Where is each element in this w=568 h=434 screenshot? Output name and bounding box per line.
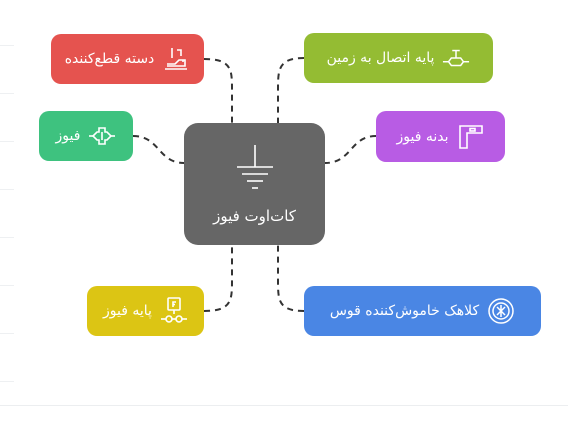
node-fuse-body[interactable]: بدنه فیوز bbox=[376, 111, 505, 162]
grid-mark bbox=[0, 45, 14, 46]
node-fuse-base-label: پایه فیوز bbox=[103, 303, 152, 319]
node-ground-connection-label: پایه اتصال به زمین bbox=[326, 50, 435, 66]
connector-fuse-body bbox=[324, 135, 377, 164]
fuse-base-icon bbox=[160, 297, 188, 325]
node-fuse-body-label: بدنه فیوز bbox=[396, 128, 449, 145]
center-node[interactable]: کات‌اوت فیوز bbox=[184, 123, 325, 245]
grid-mark bbox=[0, 93, 14, 94]
bottom-divider bbox=[0, 405, 568, 406]
node-ground-connection[interactable]: پایه اتصال به زمین bbox=[304, 33, 493, 83]
grid-mark bbox=[0, 381, 14, 382]
handle-icon bbox=[162, 45, 190, 73]
center-label: کات‌اوت فیوز bbox=[213, 207, 296, 225]
fuse-body-icon bbox=[457, 123, 485, 151]
node-handle-label: دسته قطع‌کننده bbox=[64, 51, 155, 67]
connector-fuse bbox=[132, 135, 185, 164]
connector-fuse-base bbox=[203, 245, 233, 312]
connector-arc-chute bbox=[277, 245, 305, 312]
connector-handle bbox=[203, 58, 233, 123]
arc-chute-icon bbox=[487, 297, 515, 325]
node-arc-chute-label: کلاهک خاموش‌کننده قوس bbox=[329, 303, 480, 319]
connector-ground-connection bbox=[277, 57, 305, 123]
grid-mark bbox=[0, 285, 14, 286]
node-fuse[interactable]: فیوز bbox=[39, 111, 133, 161]
fuse-icon bbox=[88, 122, 116, 150]
node-fuse-label: فیوز bbox=[55, 128, 81, 144]
node-arc-chute[interactable]: کلاهک خاموش‌کننده قوس bbox=[304, 286, 541, 336]
node-handle[interactable]: دسته قطع‌کننده bbox=[51, 34, 204, 84]
grid-mark bbox=[0, 333, 14, 334]
grid-mark bbox=[0, 141, 14, 142]
ground-connection-icon bbox=[442, 44, 470, 72]
grid-mark bbox=[0, 237, 14, 238]
ground-icon bbox=[233, 143, 277, 197]
grid-mark bbox=[0, 189, 14, 190]
node-fuse-base[interactable]: پایه فیوز bbox=[87, 286, 204, 336]
